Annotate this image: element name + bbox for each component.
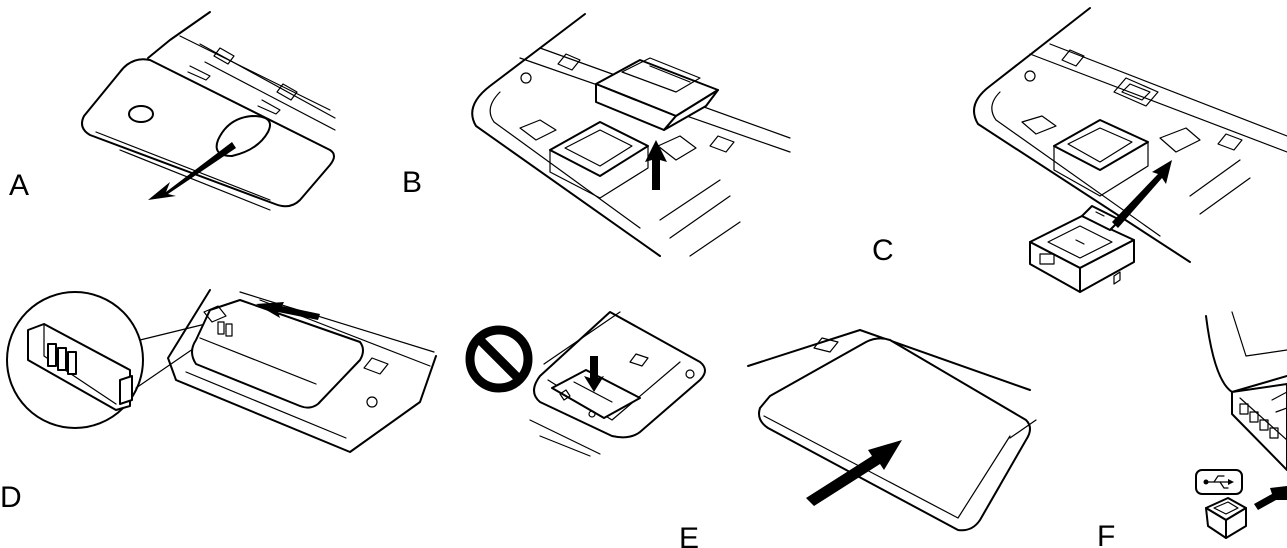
step-label-f: F [1097, 520, 1115, 548]
step-label-e: E [679, 522, 699, 548]
panel-cover-close-illustration [747, 329, 1037, 532]
prohibited-icon [465, 325, 533, 393]
panel-c-illustration [973, 7, 1287, 293]
arrow-icon [148, 142, 236, 200]
arrow-icon [645, 140, 667, 190]
step-label-d: D [0, 481, 22, 514]
arrow-icon [256, 302, 320, 320]
step-label-c: C [872, 234, 894, 267]
panel-f-illustration [1195, 311, 1287, 539]
step-label-a: A [9, 169, 29, 202]
arrow-icon [584, 356, 604, 392]
panel-b-illustration [471, 13, 791, 257]
panel-a-illustration [81, 11, 336, 211]
usb-icon [1195, 469, 1243, 495]
panel-e-illustration [465, 311, 706, 457]
panel-d-illustration [6, 289, 437, 453]
arrow-icon [1254, 486, 1287, 510]
step-label-b: B [402, 166, 422, 199]
arrow-icon [1112, 160, 1172, 228]
arrow-icon [806, 440, 902, 506]
